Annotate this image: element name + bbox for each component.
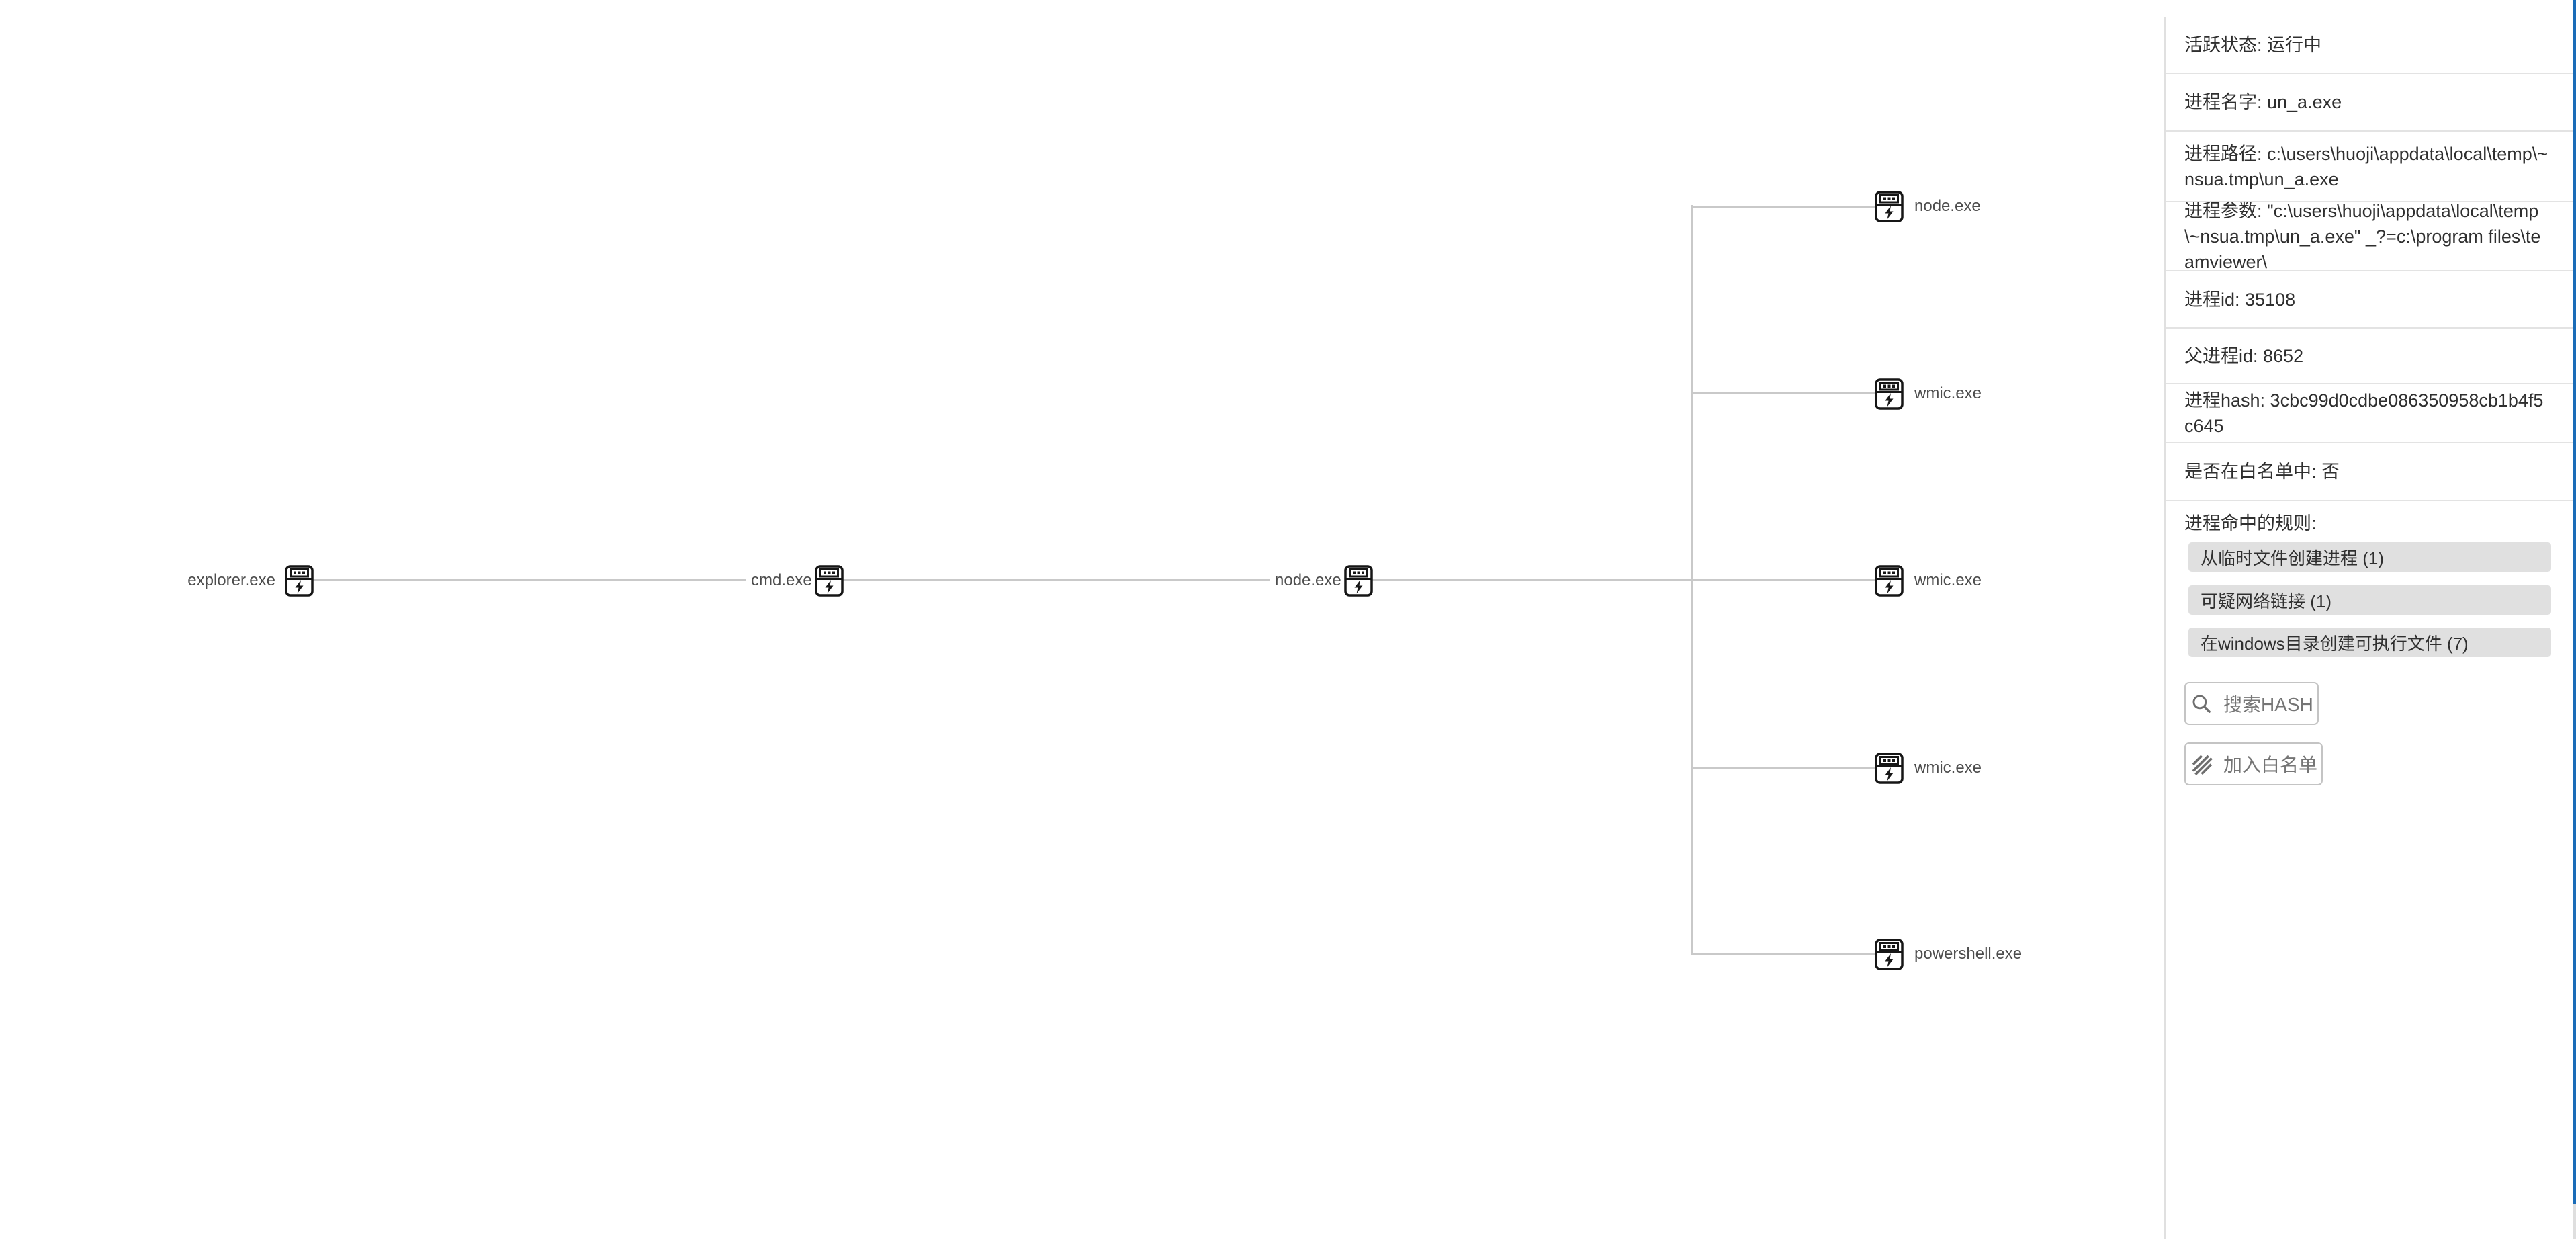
panel-left-divider: [2164, 17, 2166, 1239]
process-node-label[interactable]: powershell.exe: [1914, 945, 2023, 963]
texture-stripes-icon: [2192, 755, 2213, 775]
detail-row-process-path: 进程路径: c:\users\huoji\appdata\local\temp\…: [2164, 132, 2576, 202]
process-node-label[interactable]: wmic.exe: [1914, 571, 1982, 589]
scrollbar-thumb[interactable]: [2573, 0, 2576, 1204]
rule-chip-suspicious-network[interactable]: 可疑网络链接 (1): [2188, 585, 2551, 615]
detail-row-active-state: 活跃状态: 运行中: [2164, 17, 2576, 74]
process-node-label[interactable]: cmd.exe: [746, 570, 817, 591]
search-icon: [2192, 695, 2211, 713]
process-icon[interactable]: [1875, 191, 1904, 222]
detail-row-parent-id: 父进程id: 8652: [2164, 329, 2576, 384]
add-to-whitelist-button-label: 加入白名单: [2223, 755, 2318, 775]
process-node-label[interactable]: wmic.exe: [1914, 759, 1982, 777]
detail-row-process-hash: 进程hash: 3cbc99d0cdbe086350958cb1b4f5c645: [2164, 384, 2576, 443]
rule-chip-temp-file-process[interactable]: 从临时文件创建进程 (1): [2188, 542, 2551, 572]
rules-section-label: 进程命中的规则:: [2184, 513, 2317, 533]
scrollbar-track: [2573, 1204, 2576, 1239]
search-hash-button[interactable]: 搜索HASH: [2184, 682, 2319, 725]
process-icon[interactable]: [1344, 565, 1373, 597]
add-to-whitelist-button[interactable]: 加入白名单: [2184, 742, 2323, 785]
tree-child-line-1: [1693, 206, 1875, 208]
process-node-label[interactable]: node.exe: [1914, 197, 1981, 215]
process-icon[interactable]: [815, 565, 844, 597]
process-icon[interactable]: [285, 565, 314, 597]
process-node-label[interactable]: explorer.exe: [187, 571, 275, 589]
detail-row-whitelisted: 是否在白名单中: 否: [2164, 443, 2576, 501]
detail-row-process-args: 进程参数: "c:\users\huoji\appdata\local\temp…: [2164, 201, 2576, 272]
process-node-label[interactable]: node.exe: [1270, 570, 1346, 591]
tree-branch-vertical-line: [1691, 205, 1693, 955]
detail-row-process-id: 进程id: 35108: [2164, 271, 2576, 329]
tree-child-line-4: [1693, 767, 1875, 769]
tree-trunk-line: [312, 579, 1875, 581]
tree-child-line-2: [1693, 392, 1875, 394]
process-node-label[interactable]: wmic.exe: [1914, 384, 1982, 402]
process-icon[interactable]: [1875, 939, 1904, 970]
process-icon[interactable]: [1875, 753, 1904, 784]
detail-row-process-name: 进程名字: un_a.exe: [2164, 74, 2576, 132]
process-details-panel: 活跃状态: 运行中 进程名字: un_a.exe 进程路径: c:\users\…: [2164, 0, 2576, 1239]
rule-chip-windows-dir-executable[interactable]: 在windows目录创建可执行文件 (7): [2188, 628, 2551, 657]
process-icon[interactable]: [1875, 565, 1904, 597]
process-icon[interactable]: [1875, 378, 1904, 410]
tree-child-line-5: [1693, 953, 1875, 955]
search-hash-button-label: 搜索HASH: [2223, 694, 2313, 715]
